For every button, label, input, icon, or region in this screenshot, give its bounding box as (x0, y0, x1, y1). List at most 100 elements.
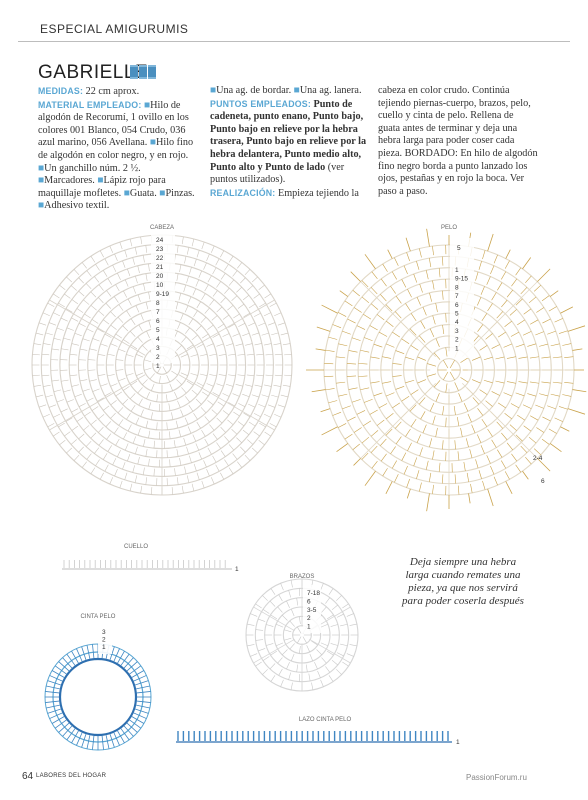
stitch-mark (533, 448, 542, 456)
stitch-mark (258, 618, 266, 622)
stitch-mark (394, 474, 399, 483)
stitch-mark (270, 650, 278, 656)
stitch-mark (220, 472, 225, 480)
stitch-mark (497, 331, 506, 338)
stitch-mark (281, 614, 288, 621)
stitch-mark (340, 623, 348, 627)
stitch-mark (103, 319, 110, 325)
stitch-mark (478, 261, 482, 270)
stitch-mark (159, 375, 161, 384)
stitch-mark (114, 469, 118, 477)
stitch-mark (143, 283, 146, 291)
stitch-mark (179, 458, 182, 466)
stitch-mark (382, 263, 388, 272)
stitch-mark (262, 656, 270, 661)
stitch-mark (395, 295, 402, 304)
stitch-mark (483, 379, 493, 384)
stitch-mark (262, 595, 268, 601)
stitch-mark (394, 257, 399, 266)
stitch-mark (558, 406, 568, 410)
stitch-mark (138, 398, 143, 406)
stitch-mark (148, 263, 150, 272)
stitch-mark (220, 250, 225, 258)
stitch-mark (278, 594, 283, 602)
stitch-mark (200, 407, 207, 414)
row-number: 23 (156, 246, 164, 253)
stitch-mark (176, 449, 179, 457)
stitch-mark (123, 657, 134, 669)
stitch-mark (267, 322, 276, 326)
stitch-mark (206, 253, 210, 261)
stitch-mark (336, 381, 346, 384)
stitch-mark (336, 356, 346, 359)
stitch-mark (264, 343, 272, 346)
increase-line (461, 281, 538, 358)
stitch-mark (326, 614, 334, 620)
stitch-mark (122, 260, 126, 268)
stitch-mark (127, 268, 131, 277)
stitch-mark (403, 465, 408, 475)
stitch-mark (259, 422, 266, 428)
stitch-mark (336, 652, 344, 657)
stitch-mark (56, 327, 64, 331)
stitch-mark (406, 252, 410, 262)
stitch-mark (61, 348, 69, 351)
stitch-mark (220, 273, 226, 280)
stitch-mark (232, 393, 240, 397)
pelo-label: PELO (441, 225, 457, 231)
stitch-mark (435, 427, 438, 437)
stitch-mark (47, 680, 62, 686)
stitch-mark (47, 708, 62, 714)
stitch-mark (520, 445, 528, 453)
stitch-mark (449, 371, 455, 380)
stitch-mark (332, 324, 342, 329)
stitch-mark (337, 423, 347, 428)
stitch-mark (71, 343, 79, 346)
stitch-mark (90, 432, 97, 439)
stitch-mark (332, 411, 342, 416)
stitch-mark (135, 446, 138, 455)
stitch-mark (380, 438, 387, 446)
stitch-mark (42, 413, 50, 418)
stitch-mark (92, 388, 100, 392)
stitch-mark (443, 371, 449, 380)
stitch-mark (156, 422, 158, 430)
stitch-mark (554, 417, 563, 422)
stitch-mark (98, 426, 104, 433)
stitch-mark (123, 339, 130, 344)
stitch-mark (92, 644, 95, 659)
stitch-mark (146, 391, 150, 399)
stitch-mark (175, 301, 179, 310)
stitch-mark (222, 333, 230, 337)
label-band (98, 624, 112, 654)
stitch-mark (251, 447, 258, 454)
stitch-mark (183, 437, 187, 446)
stitch-mark (126, 722, 138, 733)
stitch-mark (276, 642, 284, 646)
stitch-mark (193, 463, 197, 472)
stitch-mark (550, 393, 560, 397)
stitch-mark (66, 327, 74, 331)
stitch-mark (76, 308, 84, 313)
stitch-mark (104, 333, 112, 338)
stitch-mark (442, 290, 444, 300)
stitch-mark (212, 455, 217, 463)
stitch-mark (196, 421, 201, 429)
stitch-mark (83, 299, 90, 305)
stitch-mark (235, 343, 243, 346)
stitch-mark (126, 661, 138, 672)
increase-line (309, 638, 351, 664)
stitch-mark (370, 430, 379, 437)
fringe-stitch (364, 470, 376, 486)
stitch-mark (240, 277, 246, 284)
stitch-mark (76, 732, 83, 746)
stitch-mark (70, 439, 77, 445)
stitch-mark (169, 383, 173, 391)
fringe-stitch (336, 443, 349, 453)
stitch-mark (51, 379, 60, 382)
stitch-mark (385, 392, 395, 397)
stitch-mark (176, 379, 182, 385)
stitch-mark (76, 417, 84, 422)
stitch-mark (554, 318, 563, 323)
row-number: 5 (156, 327, 160, 334)
